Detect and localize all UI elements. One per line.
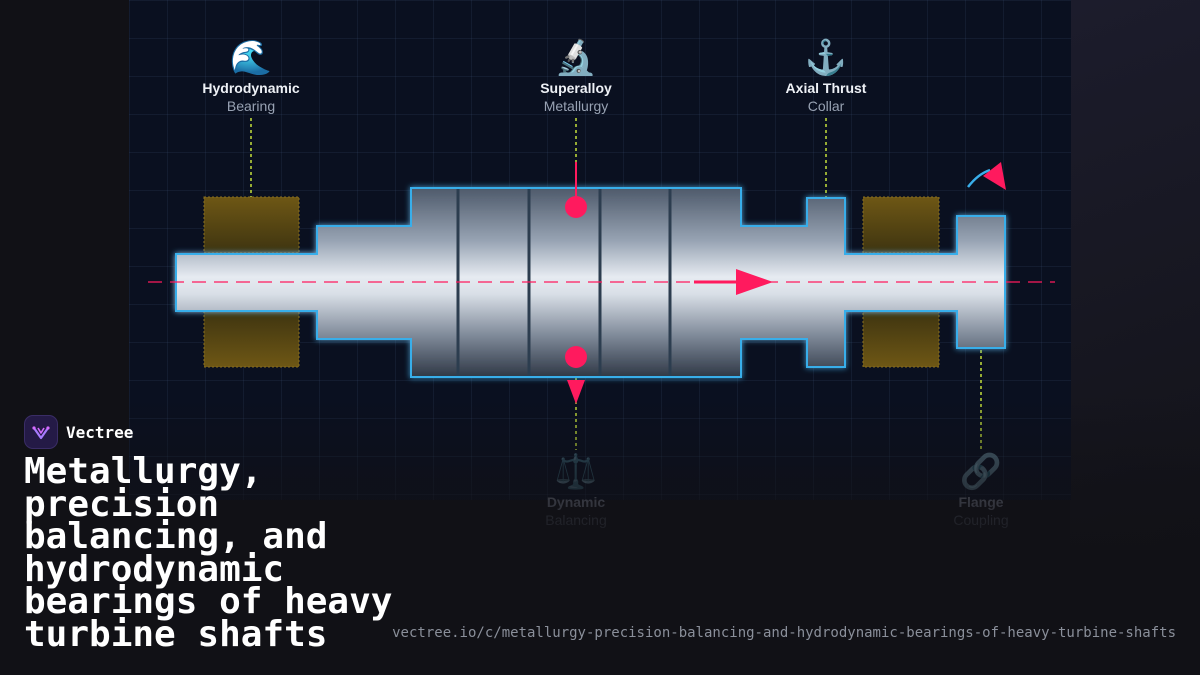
correction-arrow-down [567, 380, 585, 404]
label-hydrodynamic-bearing: 🌊 Hydrodynamic Bearing [171, 38, 331, 115]
page-url: vectree.io/c/metallurgy-precision-balanc… [392, 625, 1176, 641]
bearing-pad-left-top [203, 196, 300, 254]
label-subtitle: Bearing [226, 98, 276, 114]
bearing-pad-right-top [862, 196, 940, 254]
label-title: Flange [958, 494, 1004, 510]
bearing-pad-right-bottom [862, 310, 940, 368]
imbalance-mass-top [565, 196, 587, 218]
label-title: Superalloy [540, 80, 612, 96]
rotation-arrow-head [983, 162, 1006, 190]
brand: Vectree [24, 415, 133, 449]
wave-icon: 🌊 [229, 39, 273, 77]
label-flange-coupling: 🔗 Flange Coupling [901, 452, 1061, 529]
page-title: Metallurgy, precision balancing, and hyd… [24, 451, 393, 655]
label-subtitle: Coupling [953, 512, 1009, 528]
label-title: Axial Thrust [785, 80, 867, 96]
label-subtitle: Balancing [545, 512, 607, 528]
brand-name: Vectree [66, 422, 134, 442]
vectree-logo-icon [24, 415, 58, 449]
label-title: Dynamic [546, 494, 606, 510]
microscope-icon: 🔬 [554, 39, 598, 77]
label-axial-thrust-collar: ⚓ Axial Thrust Collar [746, 38, 906, 115]
axial-force-arrow-head [736, 269, 773, 295]
bearing-pad-left-bottom [203, 310, 300, 368]
rotation-arc [967, 168, 991, 188]
label-subtitle: Collar [807, 98, 845, 114]
scales-icon: ⚖️ [554, 453, 598, 491]
label-title: Hydrodynamic [202, 80, 300, 96]
correction-mass-bottom [565, 346, 587, 368]
anchor-icon: ⚓ [804, 39, 848, 77]
label-superalloy-metallurgy: 🔬 Superalloy Metallurgy [496, 38, 656, 115]
label-dynamic-balancing: ⚖️ Dynamic Balancing [496, 452, 656, 529]
label-subtitle: Metallurgy [543, 98, 609, 114]
link-icon: 🔗 [959, 453, 1003, 491]
